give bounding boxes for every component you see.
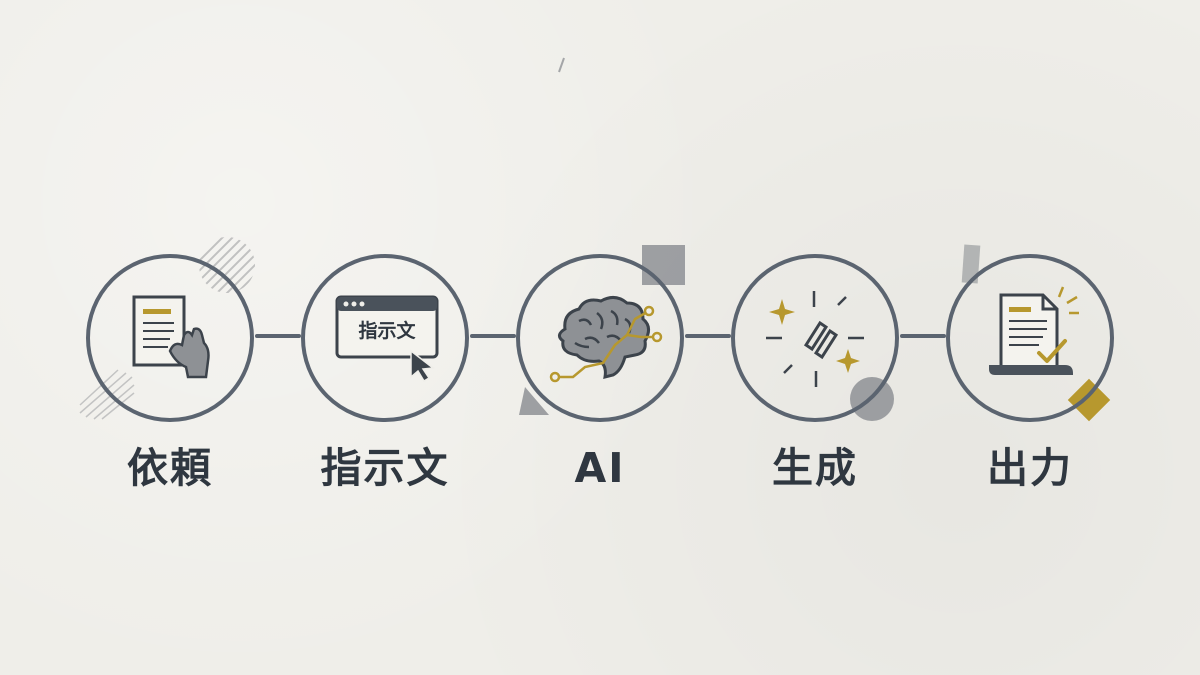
decorative-hatch-lines xyxy=(79,369,135,420)
browser-text: 指示文 xyxy=(358,320,416,342)
step-prompt: 指示文 指示文 xyxy=(300,253,470,503)
step-output: 出力 xyxy=(945,253,1115,503)
step-label: AI xyxy=(574,444,626,492)
step-circle xyxy=(946,254,1114,422)
document-hand-icon xyxy=(132,295,210,379)
step-generate: 生成 xyxy=(730,253,900,503)
browser-window-icon xyxy=(335,295,439,359)
connector-1 xyxy=(255,334,301,338)
document-check-icon xyxy=(989,286,1079,375)
step-circle xyxy=(86,254,254,422)
connector-2 xyxy=(470,334,516,338)
decorative-gray-square xyxy=(642,245,685,285)
step-request: 依頼 xyxy=(85,253,255,503)
connector-4 xyxy=(900,334,946,338)
brain-network-icon xyxy=(549,296,663,383)
decorative-stroke xyxy=(558,57,565,73)
step-label: 出力 xyxy=(987,444,1073,492)
step-circle xyxy=(516,254,684,422)
step-ai: AI xyxy=(515,253,685,503)
sparkle-link-icon xyxy=(766,291,864,387)
decorative-gray-triangle xyxy=(519,387,549,415)
step-label: 依頼 xyxy=(127,444,213,492)
step-circle xyxy=(301,254,469,422)
cursor-icon xyxy=(410,349,435,383)
decorative-hatch-circle xyxy=(199,237,255,293)
step-label: 指示文 xyxy=(320,444,450,492)
connector-3 xyxy=(685,334,731,338)
step-label: 生成 xyxy=(772,444,858,492)
step-circle xyxy=(731,254,899,422)
